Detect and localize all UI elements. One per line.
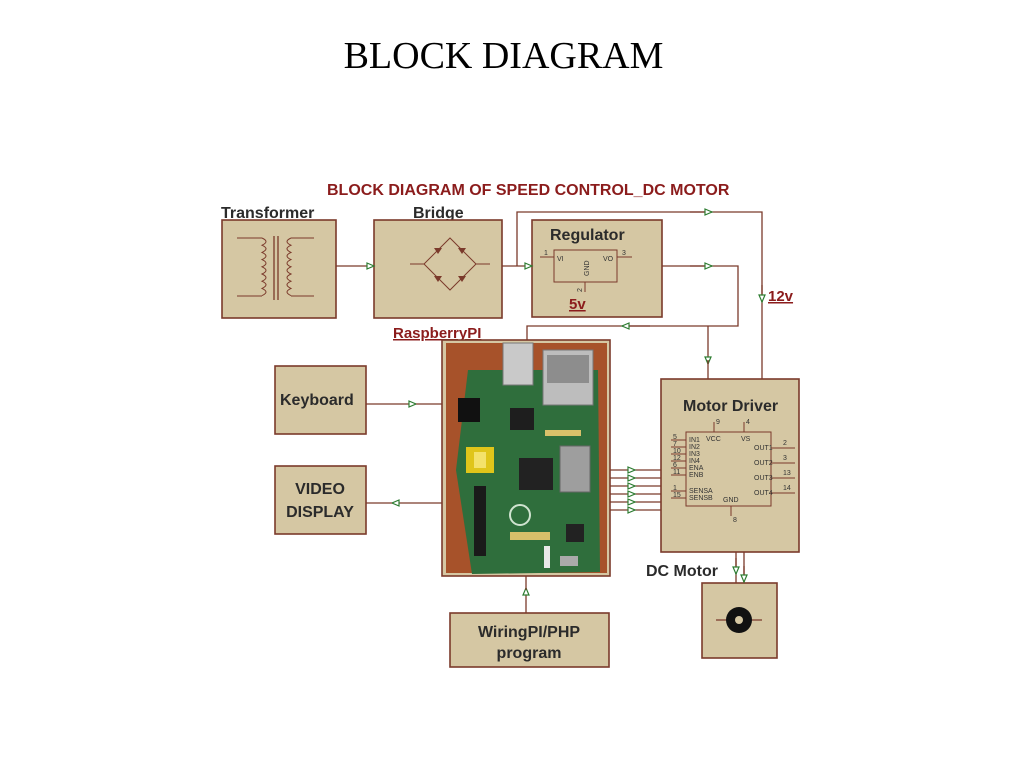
pi-to-driver-arrowhead [627,498,637,506]
regulator-pin-2: 2 [577,288,584,292]
regulator-pin-vo: VO [603,256,614,263]
driver-pin-vs: VS [741,436,751,443]
video-display-label-line1: VIDEO [295,481,345,498]
driver-left-pin-name: IN4 [689,458,700,465]
program-label-line1: WiringPI/PHP [478,624,580,641]
regulated-voltage-label: 5v [569,296,586,313]
driver-left-pin-name: IN2 [689,444,700,451]
bridge-block [373,219,503,319]
pi-to-driver-links [610,466,661,514]
driver-right-pin-name: OUT2 [754,460,773,467]
driver-left-pin-name: IN1 [689,437,700,444]
driver-left-pin-number: 12 [673,455,681,462]
driver-right-pin-name: OUT4 [754,490,773,497]
pi-to-driver-arrowhead [627,506,637,514]
driver-left-pin-name: SENSA [689,488,713,495]
pi-to-driver-arrowhead [627,474,637,482]
driver-right-pin-number: 2 [783,440,787,447]
dc-motor-label: DC Motor [646,563,718,580]
driver-pin-8: 8 [733,517,737,524]
driver-right-pin-number: 13 [783,470,791,477]
transformer-block [221,219,337,319]
motor-driver-ic-icon [685,422,772,516]
driver-left-pin-name: SENSB [689,495,713,502]
regulator-label: Regulator [550,227,625,244]
supply-voltage-label: 12v [768,288,794,305]
driver-left-pins: 5 IN1 7 IN2 10 IN3 12 IN4 6 ENA 11 ENB 1 SENSA 15 SENSB [671,434,713,502]
driver-left-pin-name: ENB [689,472,704,479]
keyboard-label: Keyboard [280,392,354,409]
driver-right-pin-name: OUT1 [754,445,773,452]
regulator-ic-icon [540,249,632,292]
diode-bridge-icon [410,237,490,291]
driver-left-pin-number: 10 [673,448,681,455]
motor-driver-block: Motor Driver 9 4 VCC VS GND 8 5 IN1 7 IN2 10… [660,378,800,553]
bridge-label: Bridge [413,205,464,222]
driver-pin-vcc: VCC [706,436,721,443]
raspberry-pi-board-image [446,342,607,574]
motor-icon [716,607,762,633]
regulator-block: Regulator 1 VI VO 3 GND 2 5v [531,219,663,318]
program-block: WiringPI/PHP program [449,612,610,668]
video-display-block: VIDEO DISPLAY [274,465,367,535]
pi-to-driver-arrowhead [627,482,637,490]
raspberry-pi-label: RaspberryPI [393,325,481,342]
driver-left-pin-name: IN3 [689,451,700,458]
transformer-label: Transformer [221,205,314,222]
pi-to-driver-arrowhead [627,490,637,498]
pi-to-driver-arrowhead [627,466,637,474]
driver-right-pin-name: OUT3 [754,475,773,482]
regulator-pin-3: 3 [622,250,626,257]
driver-pin-9: 9 [716,419,720,426]
driver-pin-gnd: GND [723,497,739,504]
transformer-coil-icon [237,236,314,300]
driver-left-pin-number: 11 [673,469,680,476]
motor-driver-label: Motor Driver [683,398,778,415]
driver-pin-4: 4 [746,419,750,426]
raspberry-pi-block [441,339,611,577]
regulator-pin-vi: VI [557,256,564,263]
driver-left-pin-number: 1 [673,485,677,492]
driver-right-pin-number: 3 [783,455,787,462]
keyboard-block: Keyboard [274,365,367,435]
video-display-label-line2: DISPLAY [286,504,354,521]
diagram-title: BLOCK DIAGRAM OF SPEED CONTROL_DC MOTOR [327,182,730,199]
driver-left-pin-number: 5 [673,434,677,441]
regulator-pin-1: 1 [544,250,548,257]
program-label-line2: program [497,645,562,662]
driver-left-pin-number: 15 [673,492,681,499]
driver-left-pin-name: ENA [689,465,704,472]
driver-left-pin-number: 6 [673,462,677,469]
dc-motor-block [701,582,778,659]
driver-left-pin-number: 7 [673,441,677,448]
slide-title: BLOCK DIAGRAM [343,35,664,77]
driver-right-pin-number: 14 [783,485,791,492]
regulator-pin-gnd: GND [584,260,591,276]
